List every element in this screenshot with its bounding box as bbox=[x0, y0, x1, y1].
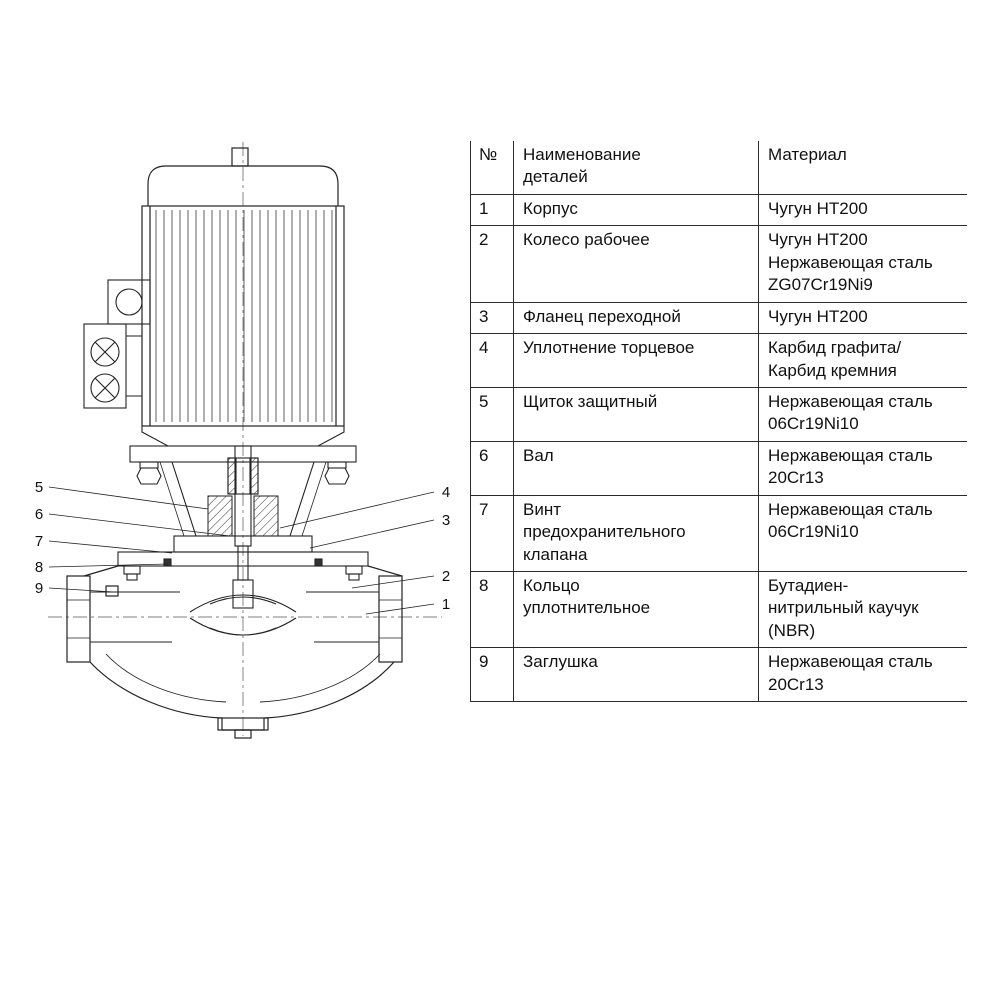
table-row: 7 Винт предохранительного клапана Нержав… bbox=[471, 495, 967, 572]
part-material: Чугун HT200 Нержавеющая сталь ZG07Cr19Ni… bbox=[758, 226, 967, 302]
part-material: Нержавеющая сталь 06Cr19Ni10 bbox=[758, 495, 967, 571]
casing-cover bbox=[117, 551, 369, 567]
part-name: Заглушка bbox=[513, 648, 758, 702]
part-material: Бутадиен- нитрильный каучук (NBR) bbox=[758, 572, 967, 648]
lantern-bolt-right bbox=[324, 461, 350, 485]
table-row: 2 Колесо рабочее Чугун HT200 Нержавеющая… bbox=[471, 226, 967, 303]
part-material: Чугун HT200 bbox=[758, 194, 967, 226]
table-row: 3 Фланец переходной Чугун HT200 bbox=[471, 302, 967, 335]
part-material: Чугун HT200 bbox=[758, 302, 967, 334]
motor-body bbox=[141, 205, 345, 427]
motor-fins bbox=[155, 210, 333, 422]
motor-cap bbox=[147, 165, 339, 206]
table-row: 4 Уплотнение торцевое Карбид графита/ Ка… bbox=[471, 334, 967, 388]
part-number: 9 bbox=[479, 652, 489, 672]
part-name: Щиток защитный bbox=[513, 387, 758, 441]
col-header-name: Наименование деталей bbox=[513, 141, 758, 194]
o-ring bbox=[314, 558, 323, 567]
callout-9: 9 bbox=[35, 580, 43, 597]
part-number: 1 bbox=[479, 198, 489, 218]
mechanical-seal bbox=[207, 495, 279, 537]
part-name: Корпус bbox=[513, 194, 758, 226]
col-header-material: Материал bbox=[758, 141, 967, 194]
centerlines bbox=[48, 142, 442, 736]
pump-casing bbox=[66, 565, 403, 739]
callout-1: 1 bbox=[442, 596, 450, 613]
part-name: Вал bbox=[513, 441, 758, 495]
shaft-and-coupling bbox=[227, 445, 259, 581]
terminal-box bbox=[83, 279, 151, 409]
table-row: 1 Корпус Чугун HT200 bbox=[471, 194, 967, 227]
adapter-flange bbox=[117, 535, 369, 581]
part-material: Нержавеющая сталь 20Cr13 bbox=[758, 648, 967, 702]
part-name: Кольцо уплотнительное bbox=[513, 572, 758, 648]
callout-4: 4 bbox=[442, 484, 450, 501]
part-number: 7 bbox=[479, 499, 489, 519]
suction-flange bbox=[66, 575, 91, 663]
part-number: 5 bbox=[479, 391, 489, 411]
pump-drawing-svg: 5 6 7 8 9 4 3 2 1 bbox=[35, 142, 450, 739]
o-ring bbox=[163, 558, 172, 567]
part-name: Фланец переходной bbox=[513, 302, 758, 334]
callout-8: 8 bbox=[35, 559, 43, 576]
table-row: 6 Вал Нержавеющая сталь 20Cr13 bbox=[471, 441, 967, 496]
plug bbox=[105, 585, 119, 597]
part-number: 4 bbox=[479, 338, 489, 358]
col-header-num: № bbox=[479, 145, 498, 164]
part-material: Нержавеющая сталь 20Cr13 bbox=[758, 441, 967, 495]
part-name: Колесо рабочее bbox=[513, 226, 758, 302]
motor-assembly bbox=[141, 147, 345, 427]
part-name: Винт предохранительного клапана bbox=[513, 495, 758, 571]
callout-leader-lines bbox=[48, 486, 435, 615]
callout-6: 6 bbox=[35, 506, 43, 523]
table-row: 8 Кольцо уплотнительное Бутадиен- нитрил… bbox=[471, 572, 967, 649]
callout-7: 7 bbox=[35, 533, 43, 550]
shaft-stub bbox=[231, 147, 249, 167]
impeller bbox=[189, 579, 297, 636]
callout-2: 2 bbox=[442, 568, 450, 585]
part-number: 6 bbox=[479, 445, 489, 465]
part-material: Карбид графита/ Карбид кремния bbox=[758, 334, 967, 387]
parts-table: № Наименование деталей Материал 1 Корпус… bbox=[470, 141, 967, 703]
part-number: 3 bbox=[479, 306, 489, 326]
callout-5: 5 bbox=[35, 479, 43, 496]
table-row: 5 Щиток защитный Нержавеющая сталь 06Cr1… bbox=[471, 387, 967, 442]
lantern-bolt-left bbox=[136, 461, 162, 485]
part-number: 8 bbox=[479, 576, 489, 595]
table-header-row: № Наименование деталей Материал bbox=[471, 141, 967, 195]
part-name: Уплотнение торцевое bbox=[513, 334, 758, 387]
part-material: Нержавеющая сталь 06Cr19Ni10 bbox=[758, 387, 967, 441]
pump-section-drawing: 5 6 7 8 9 4 3 2 1 bbox=[22, 140, 472, 740]
discharge-flange bbox=[378, 575, 403, 663]
table-row: 9 Заглушка Нержавеющая сталь 20Cr13 bbox=[471, 648, 967, 703]
part-number: 2 bbox=[479, 230, 489, 250]
callout-3: 3 bbox=[442, 512, 450, 529]
